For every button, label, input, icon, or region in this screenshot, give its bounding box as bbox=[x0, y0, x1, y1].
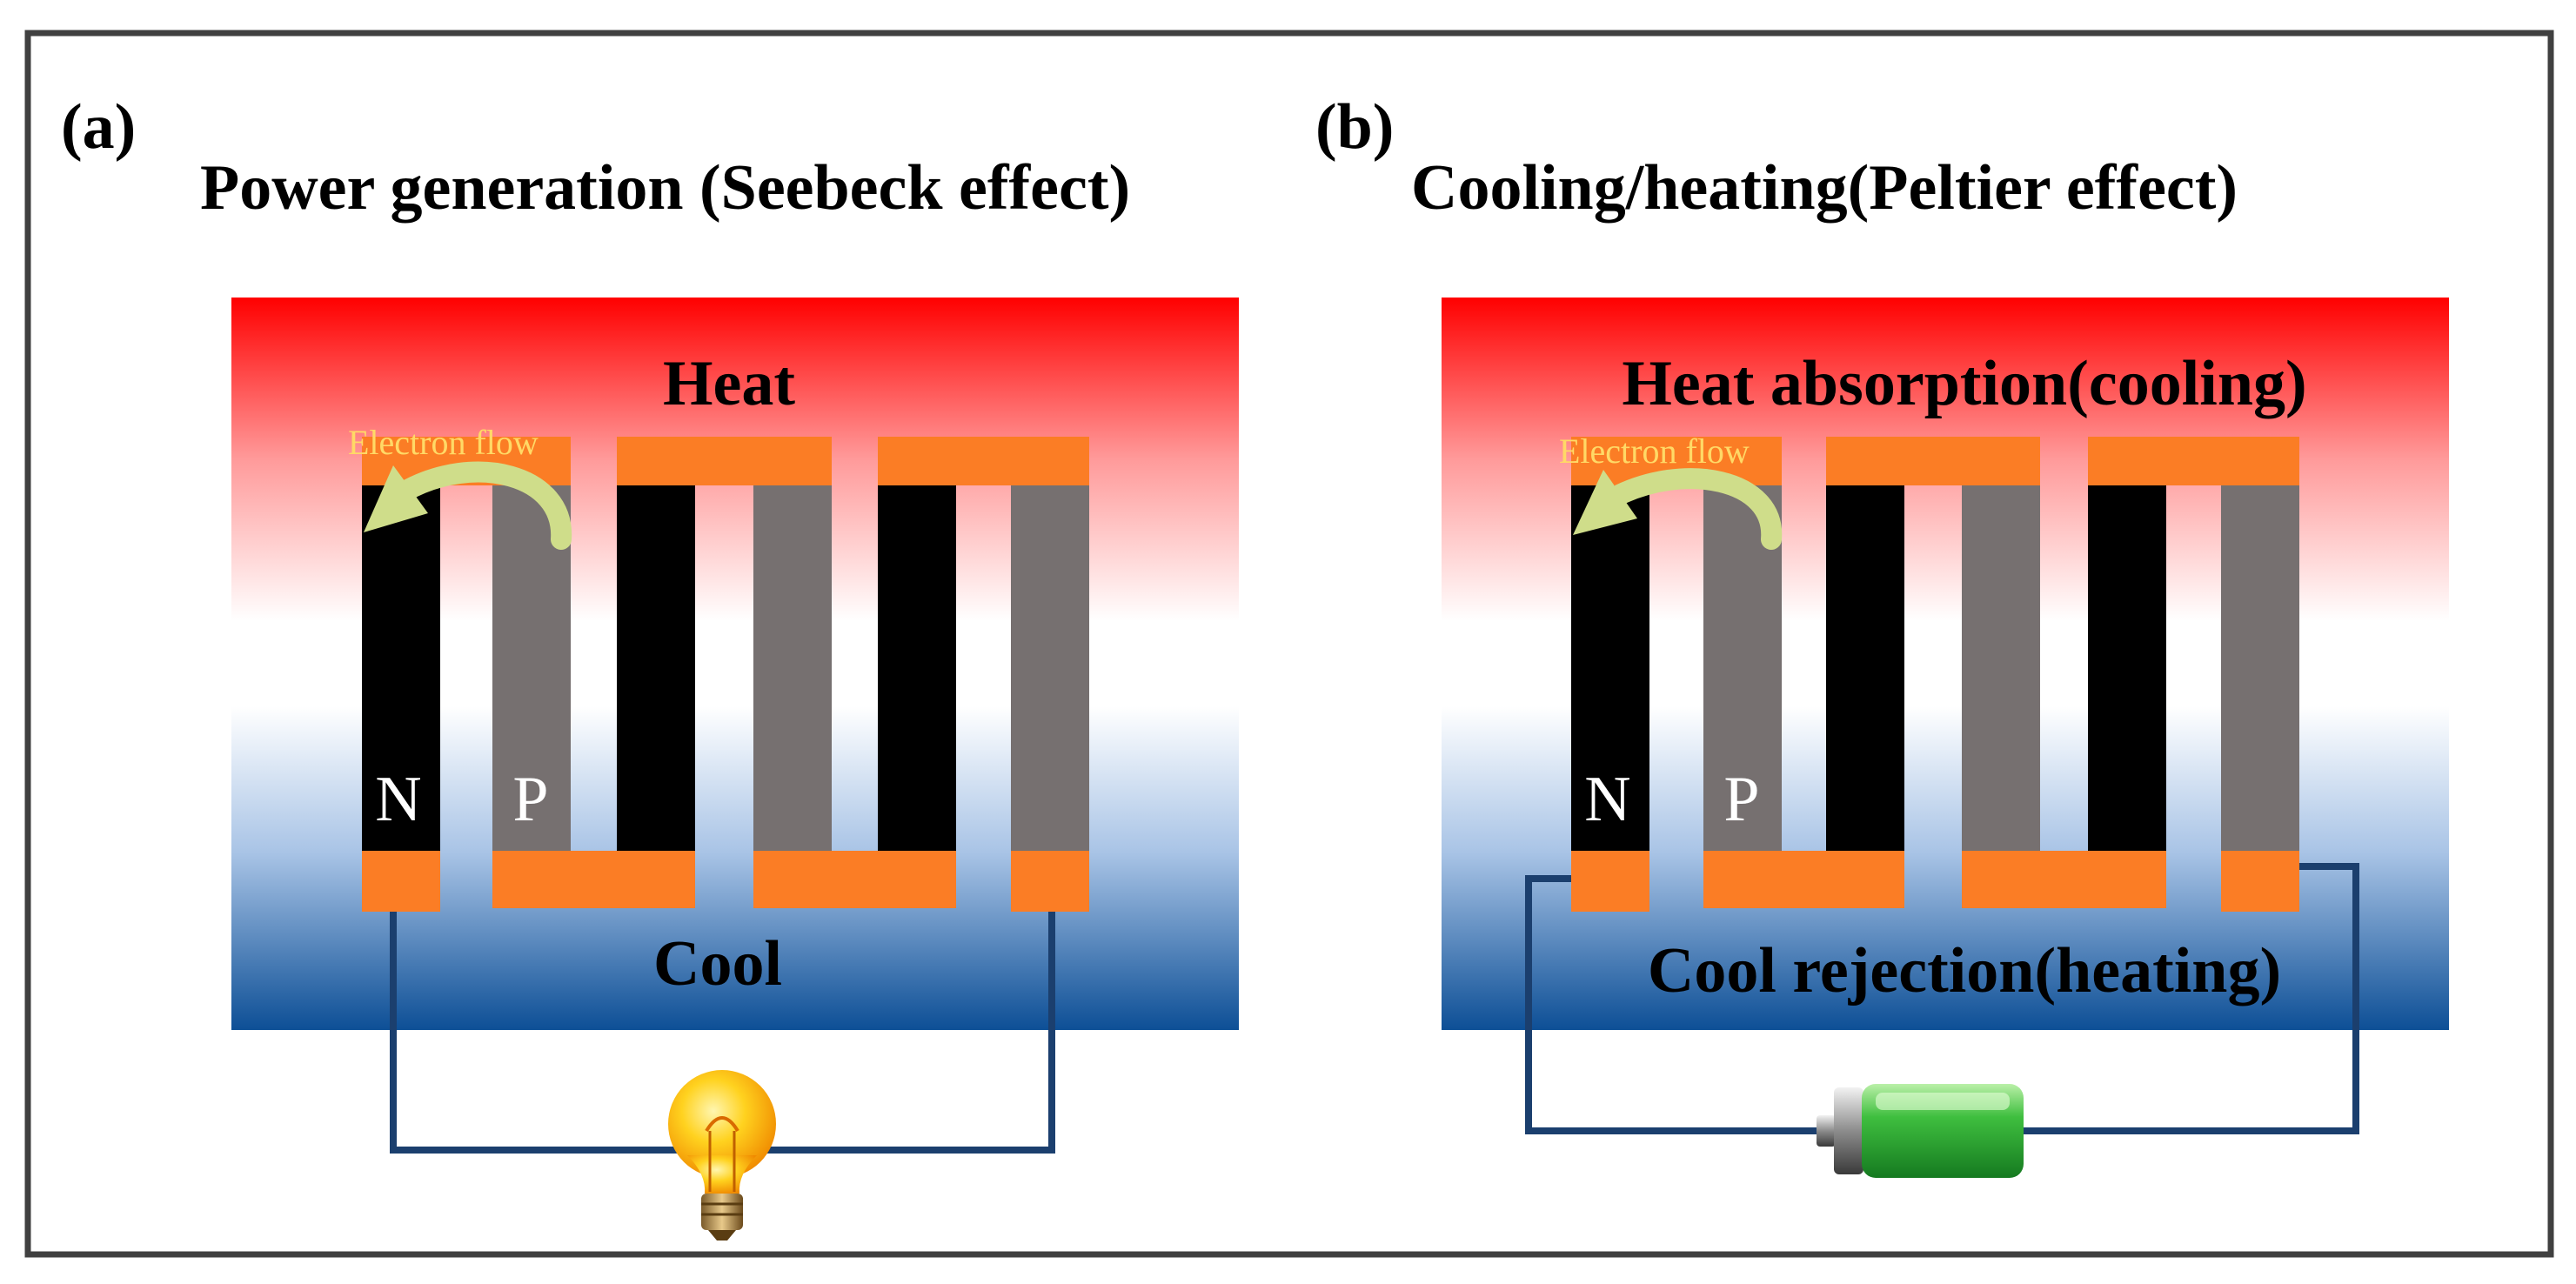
top-electrode bbox=[1826, 437, 2040, 485]
panel-a-label: (a) bbox=[61, 91, 136, 163]
panel-b-label: (b) bbox=[1315, 91, 1394, 163]
panel-b: (b) Cooling/heating(Peltier effect) Heat… bbox=[1315, 91, 2449, 1178]
top-electrode bbox=[878, 437, 1089, 485]
cold-side-label: Cool bbox=[653, 928, 782, 1000]
electron-flow-arrow bbox=[394, 461, 572, 550]
battery-icon bbox=[1817, 1084, 2024, 1178]
p-leg bbox=[753, 485, 832, 851]
electron-flow-arrowhead bbox=[1573, 470, 1637, 535]
bottom-electrode bbox=[1962, 851, 2166, 908]
electron-flow-arrow bbox=[1603, 468, 1783, 550]
circuit-wire bbox=[2023, 863, 2359, 1134]
light-bulb-icon bbox=[668, 1070, 776, 1241]
bottom-electrode bbox=[1011, 851, 1089, 912]
bottom-electrode bbox=[1703, 851, 1904, 908]
electron-flow-label: Electron flow bbox=[348, 423, 539, 462]
p-leg bbox=[1962, 485, 2040, 851]
top-electrode bbox=[2088, 437, 2299, 485]
p-leg bbox=[1011, 485, 1089, 851]
panel-a-title: Power generation (Seebeck effect) bbox=[200, 152, 1130, 224]
p-leg bbox=[2221, 485, 2299, 851]
bottom-electrode bbox=[362, 851, 440, 912]
panel-b-title: Cooling/heating(Peltier effect) bbox=[1411, 152, 2238, 224]
hot-side-label: Heat absorption(cooling) bbox=[1622, 348, 2306, 419]
n-leg bbox=[1826, 485, 1904, 851]
n-leg bbox=[617, 485, 695, 851]
bottom-electrode bbox=[492, 851, 695, 908]
n-type-label: N bbox=[1584, 764, 1630, 835]
p-type-label: P bbox=[512, 764, 548, 835]
n-leg bbox=[878, 485, 956, 851]
bottom-electrode bbox=[2221, 851, 2299, 912]
cold-side-label: Cool rejection(heating) bbox=[1648, 935, 2281, 1006]
n-leg bbox=[2088, 485, 2166, 851]
n-leg bbox=[1571, 485, 1649, 851]
bottom-electrode bbox=[1571, 851, 1649, 912]
p-type-label: P bbox=[1723, 764, 1759, 835]
top-electrode bbox=[617, 437, 832, 485]
n-leg bbox=[362, 485, 440, 851]
panel-a: (a) Power generation (Seebeck effect) He… bbox=[61, 91, 1239, 1241]
hot-side-label: Heat bbox=[663, 348, 795, 419]
n-type-label: N bbox=[375, 764, 421, 835]
circuit-wire bbox=[1525, 875, 1827, 1134]
electron-flow-arrowhead bbox=[364, 465, 428, 532]
electron-flow-label: Electron flow bbox=[1559, 431, 1750, 471]
bottom-electrode bbox=[753, 851, 956, 908]
